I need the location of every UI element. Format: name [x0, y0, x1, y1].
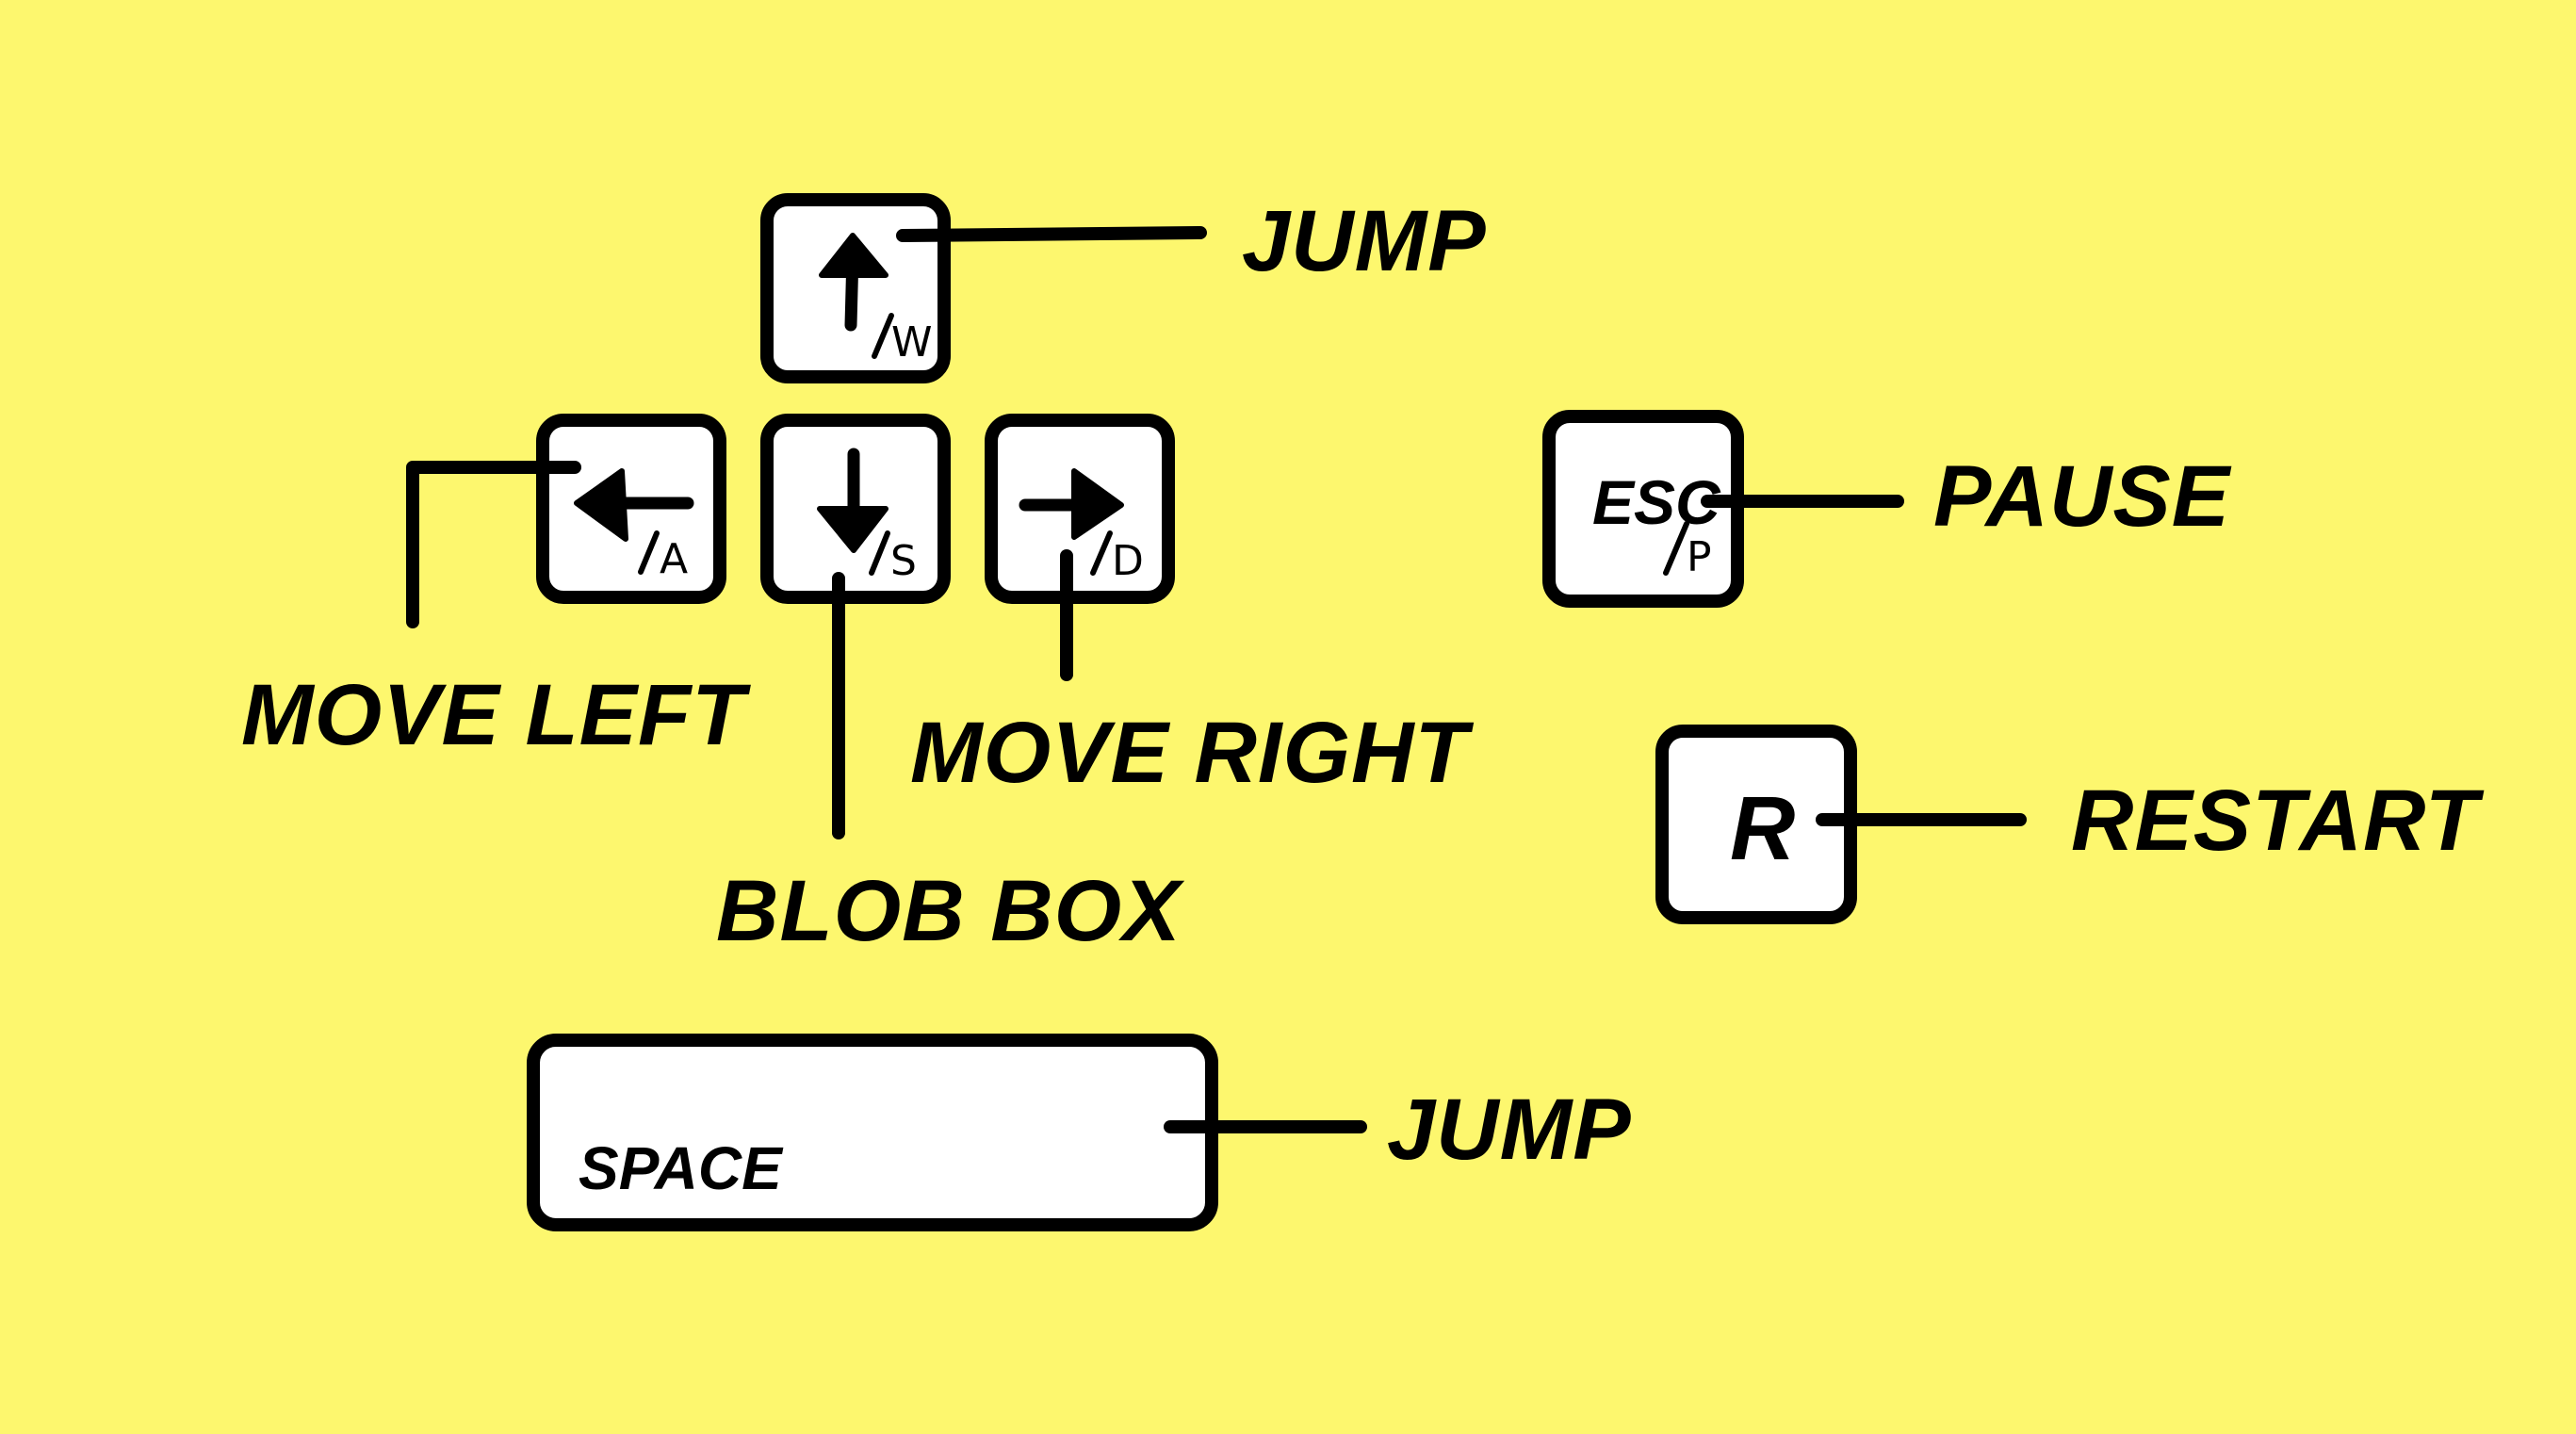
key-up: W — [760, 193, 951, 383]
arrow-up-icon — [819, 233, 889, 332]
key-r-label: R — [1730, 778, 1795, 879]
action-label-move-right: MOVE RIGHT — [910, 705, 1474, 801]
key-esc-label: ESC — [1592, 467, 1721, 537]
alt-key-divider — [869, 530, 890, 576]
key-esc-cap — [1542, 410, 1744, 608]
action-label-pause: PAUSE — [1933, 448, 2232, 545]
arrow-right-icon — [1019, 468, 1124, 540]
action-label-jump-space: JUMP — [1387, 1082, 1632, 1178]
alt-key-divider — [1090, 530, 1113, 576]
arrow-left-icon — [574, 468, 694, 542]
alt-key-divider — [638, 530, 660, 575]
key-down-alt-label: S — [890, 537, 917, 585]
key-space: SPACE — [527, 1034, 1218, 1231]
key-left-alt-label: A — [660, 535, 688, 583]
key-down: S — [760, 414, 951, 604]
key-esc: ESC P — [1542, 410, 1744, 608]
action-label-blob-box: BLOB BOX — [716, 863, 1184, 959]
key-left: A — [536, 414, 726, 604]
arrow-down-icon — [817, 448, 889, 553]
leader-line-left — [406, 461, 581, 628]
action-label-jump: JUMP — [1242, 193, 1487, 289]
alt-key-divider — [1663, 521, 1689, 576]
key-up-alt-label: W — [891, 318, 933, 367]
action-label-restart: RESTART — [2071, 773, 2485, 869]
action-label-move-left: MOVE LEFT — [241, 667, 751, 763]
key-right-alt-label: D — [1112, 537, 1144, 585]
alt-key-divider — [872, 313, 894, 359]
leader-line-up — [896, 226, 1207, 242]
key-space-label: SPACE — [579, 1134, 784, 1202]
key-esc-alt-label: P — [1687, 533, 1712, 581]
key-right: D — [985, 414, 1175, 604]
